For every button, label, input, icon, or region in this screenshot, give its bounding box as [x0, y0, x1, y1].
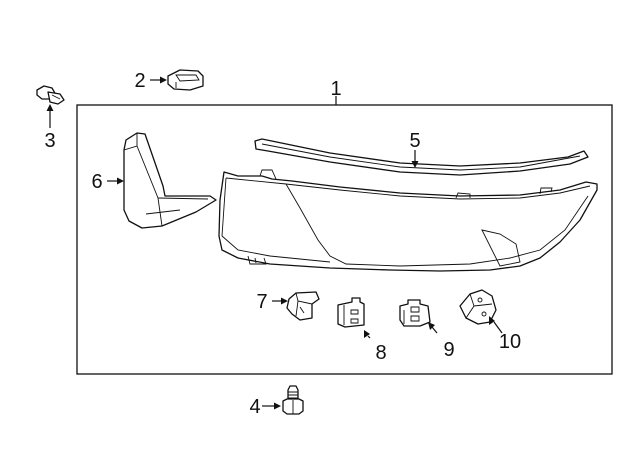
arrow-3	[46, 104, 54, 111]
retainer-nut-part	[167, 69, 204, 91]
callout-1: 1	[330, 78, 341, 100]
arrow-8	[364, 330, 370, 338]
clip-part-8	[337, 297, 365, 328]
clip-part-9	[399, 299, 431, 327]
arrow-6	[117, 177, 124, 185]
side-bracket-part	[123, 132, 217, 229]
leader-8	[367, 335, 371, 339]
callout-4: 4	[249, 396, 260, 418]
bolt-part	[282, 385, 304, 415]
callout-7: 7	[256, 291, 267, 313]
callout-3: 3	[44, 130, 55, 152]
leader-9	[431, 326, 438, 334]
callout-2: 2	[134, 70, 145, 92]
arrow-5	[411, 161, 419, 168]
main-trim-cover-part	[218, 169, 598, 272]
clip-part-10	[459, 289, 497, 325]
callout-6: 6	[91, 171, 102, 193]
leader-10	[493, 321, 503, 334]
arrow-10	[489, 316, 495, 325]
assembly-frame	[76, 104, 613, 375]
callout-8: 8	[375, 342, 386, 364]
arrow-7	[281, 297, 288, 305]
callout-9: 9	[443, 339, 454, 361]
arrow-9	[428, 322, 435, 330]
callout-10: 10	[499, 331, 521, 353]
upper-trim-molding-part	[254, 138, 589, 176]
arrow-4	[274, 402, 281, 410]
clip-part-7	[286, 291, 320, 321]
push-clip-part	[36, 85, 65, 105]
arrow-2	[160, 76, 167, 84]
callout-5: 5	[409, 130, 420, 152]
